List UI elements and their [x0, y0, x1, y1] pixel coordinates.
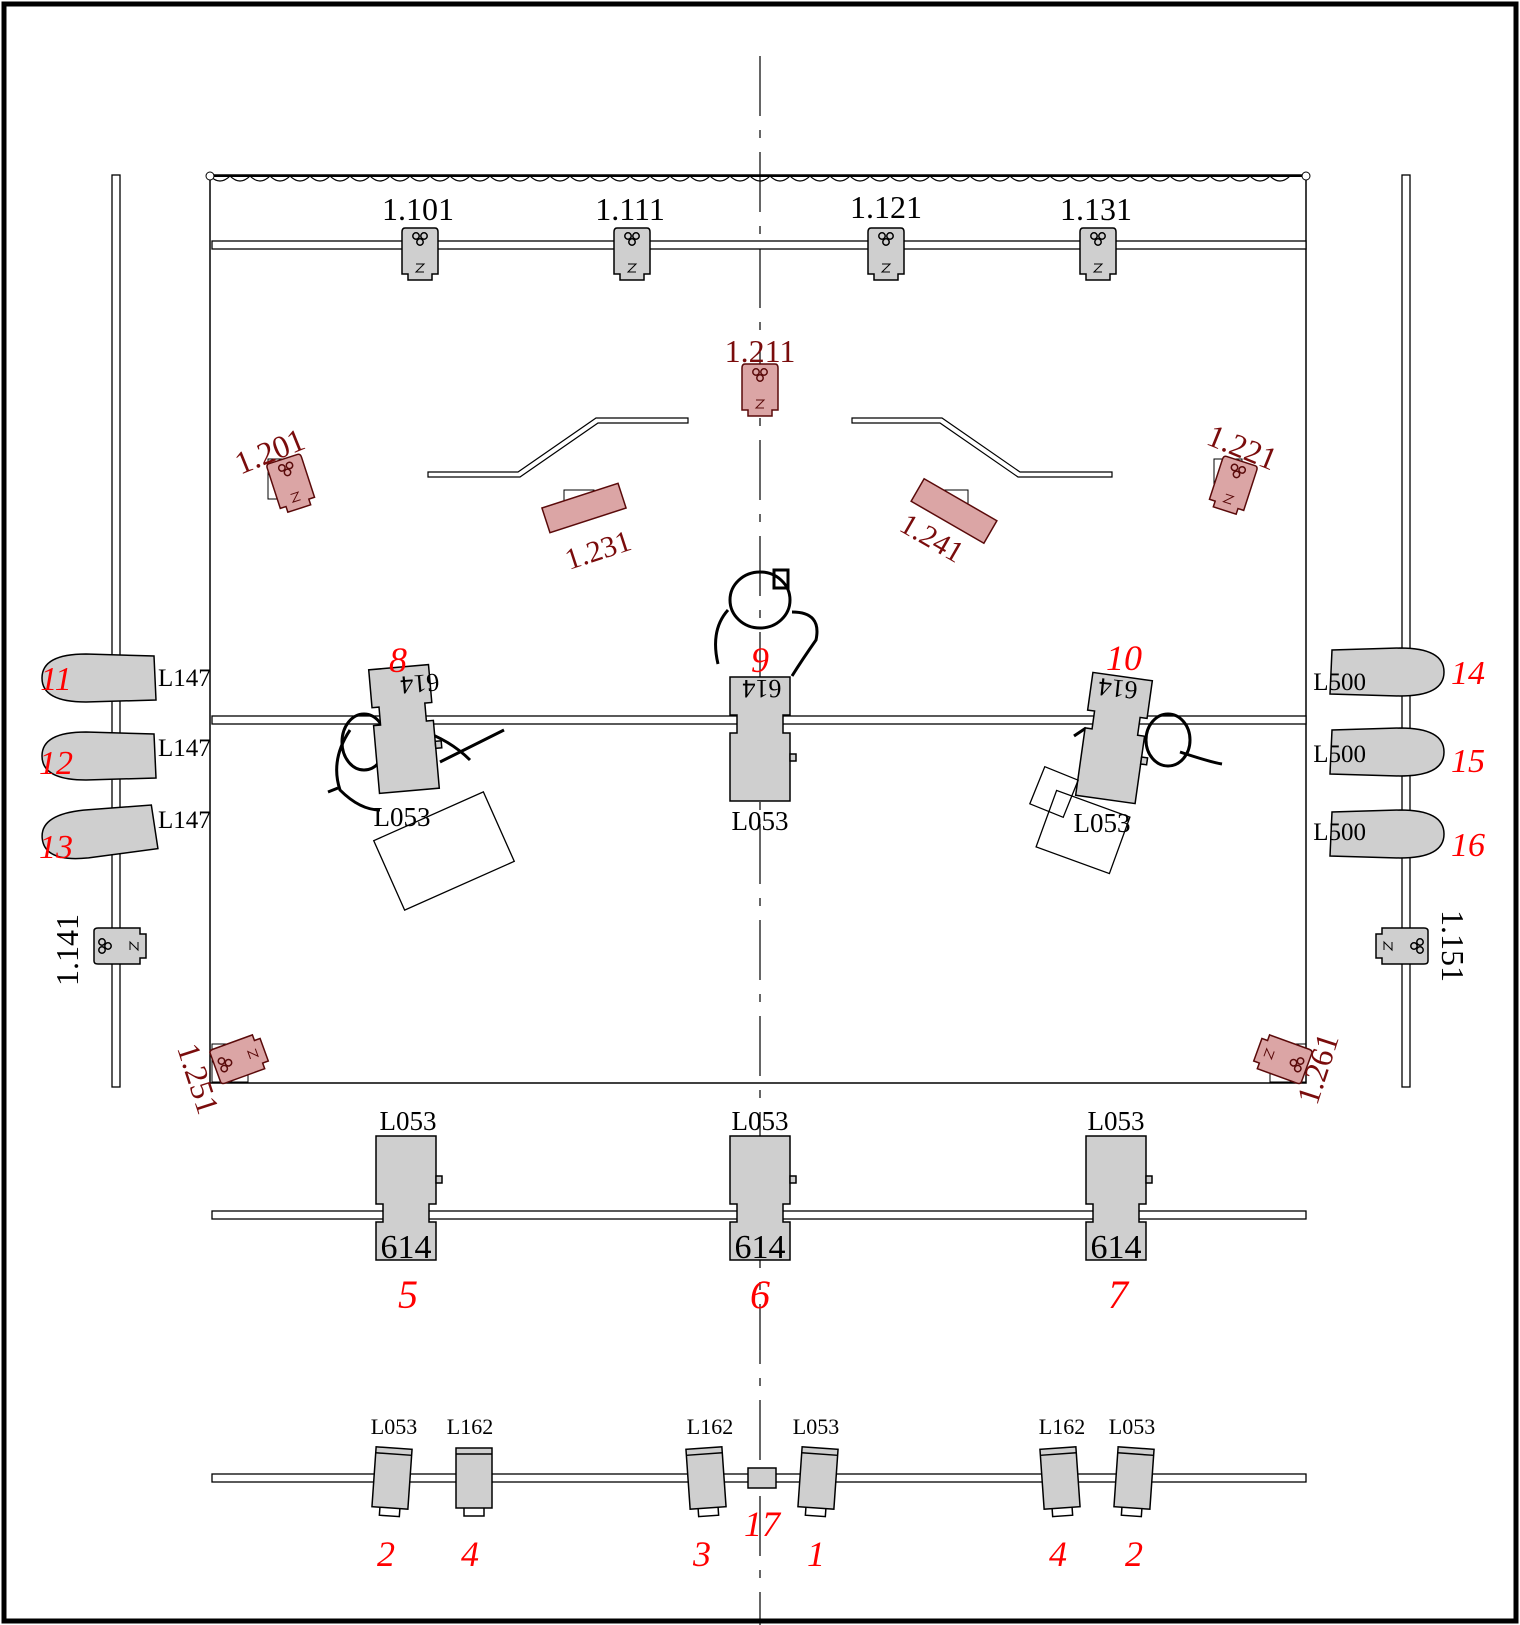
- id-1141: 1.141: [49, 914, 85, 986]
- gel-left-3: L147: [158, 807, 211, 834]
- strip-1231: [540, 482, 628, 534]
- gel-mover-8: L053: [374, 802, 431, 832]
- gel-foh-b: L162: [447, 1414, 493, 1439]
- gel-right-1: L500: [1313, 669, 1366, 696]
- mover-10-case-a: [1035, 789, 1131, 875]
- foh-2-right-icon: [1112, 1446, 1155, 1518]
- channel-16: 16: [1451, 827, 1485, 864]
- gel-foh-d: L053: [793, 1414, 839, 1439]
- right-boom: [1401, 174, 1411, 1088]
- mover-7-number: 614: [1091, 1229, 1142, 1266]
- gel-mover-9: L053: [732, 806, 789, 836]
- channel-5: 5: [398, 1272, 418, 1317]
- gel-mover-5: L053: [380, 1106, 437, 1136]
- id-1231: 1.231: [561, 524, 635, 576]
- channel-3: 3: [692, 1534, 711, 1574]
- id-1121: 1.121: [850, 189, 922, 225]
- gel-left-2: L147: [158, 735, 211, 762]
- operator-left: [327, 712, 505, 812]
- mover-10-case-b: [1028, 765, 1080, 819]
- profile-1131-icon: [1079, 227, 1117, 281]
- profile-1251-icon: [208, 1032, 272, 1086]
- channel-1: 1: [807, 1534, 825, 1574]
- channel-4-left: 4: [461, 1534, 479, 1574]
- profile-1111-icon: [613, 227, 651, 281]
- id-1131: 1.131: [1060, 191, 1132, 227]
- foh-4-left-icon: [455, 1447, 493, 1517]
- mover-6-number: 614: [735, 1229, 786, 1266]
- id-1211: 1.211: [725, 333, 796, 369]
- gel-foh-e: L162: [1039, 1414, 1085, 1439]
- channel-12: 12: [39, 745, 73, 782]
- channel-14: 14: [1451, 655, 1485, 692]
- gel-mover-7: L053: [1088, 1106, 1145, 1136]
- operator-center: [714, 568, 819, 677]
- mover-10-number: 614: [1097, 672, 1139, 705]
- gel-left-1: L147: [158, 665, 211, 692]
- channel-2-left: 2: [377, 1534, 395, 1574]
- profile-1101-icon: [401, 227, 439, 281]
- left-boom: [111, 174, 121, 1088]
- channel-6: 6: [750, 1272, 770, 1317]
- channel-17: 17: [744, 1504, 782, 1544]
- id-1151: 1.151: [1435, 910, 1471, 982]
- profile-1121-icon: [867, 227, 905, 281]
- profile-1141-icon: [93, 927, 147, 965]
- gel-right-2: L500: [1313, 741, 1366, 768]
- channel-4-right: 4: [1049, 1534, 1067, 1574]
- channel-13: 13: [39, 829, 73, 866]
- channel-8: 8: [389, 640, 407, 680]
- gel-right-3: L500: [1313, 819, 1366, 846]
- channel-10: 10: [1106, 638, 1142, 678]
- foh-2-left-icon: [370, 1446, 413, 1518]
- id-1111: 1.111: [595, 191, 665, 227]
- mover-8-number: 614: [399, 667, 440, 699]
- channel-15: 15: [1451, 743, 1485, 780]
- foh-1-icon: [796, 1446, 839, 1518]
- mover-9-number: 614: [743, 674, 782, 703]
- set-platform-right: [851, 417, 1113, 478]
- set-platform-left: [427, 417, 689, 478]
- curtain: [209, 175, 1291, 182]
- operator-right: [1073, 712, 1223, 768]
- mover-5-number: 614: [381, 1229, 432, 1266]
- gel-foh-c: L162: [687, 1414, 733, 1439]
- id-1261: 1.261: [1289, 1029, 1345, 1109]
- gel-foh-a: L053: [371, 1414, 417, 1439]
- gel-mover-10: L053: [1074, 808, 1131, 838]
- channel-9: 9: [751, 640, 769, 680]
- foh-4-right-icon: [1039, 1446, 1082, 1518]
- upstage-pipe: [211, 240, 1307, 250]
- channel-7: 7: [1108, 1272, 1130, 1317]
- strip-1241: [910, 477, 998, 545]
- channel-2-right: 2: [1125, 1534, 1143, 1574]
- foh-17-icon: [747, 1467, 777, 1489]
- id-1101: 1.101: [382, 191, 454, 227]
- profile-1211-icon: [741, 363, 779, 417]
- foh-3-icon: [685, 1446, 728, 1518]
- channel-11: 11: [40, 661, 71, 698]
- gel-mover-6: L053: [732, 1106, 789, 1136]
- profile-1151-icon: [1375, 927, 1429, 965]
- mover-8-case: [372, 791, 516, 911]
- gel-foh-f: L053: [1109, 1414, 1155, 1439]
